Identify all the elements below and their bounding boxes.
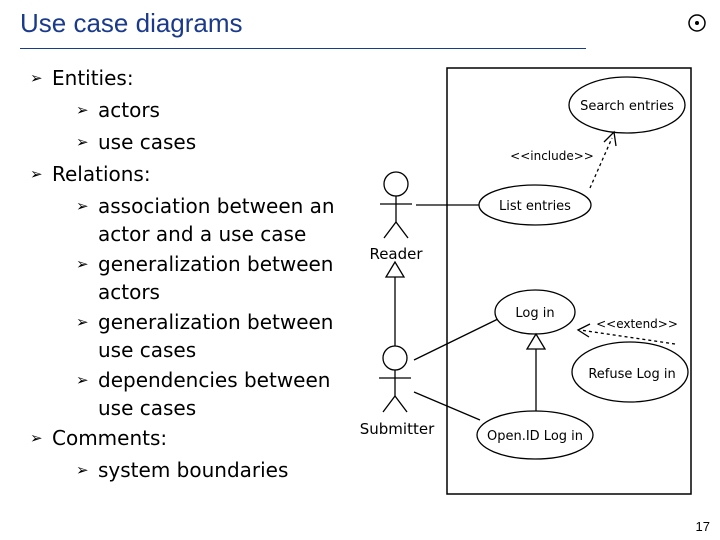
bullet-actors: ➢ actors xyxy=(76,98,160,122)
arrow-bullet-icon: ➢ xyxy=(30,429,43,447)
use-case-list-entries xyxy=(478,184,592,226)
bullet-text: Comments: xyxy=(52,426,168,450)
bullet-association-cont: actor and a use case xyxy=(98,222,307,246)
bullet-entities: ➢ Entities: xyxy=(30,66,134,90)
slide-title: Use case diagrams xyxy=(20,8,243,38)
bullet-gen-actors: ➢ generalization between xyxy=(76,252,333,276)
use-case-openid-log-in xyxy=(476,410,594,460)
bullet-dependencies: ➢ dependencies between xyxy=(76,368,330,392)
bullet-dependencies-cont: use cases xyxy=(98,396,197,420)
include-dependency xyxy=(589,130,617,189)
arrow-bullet-icon: ➢ xyxy=(76,101,89,119)
title-underline xyxy=(20,48,586,49)
use-case-list-entries-label: List entries xyxy=(499,199,571,214)
association-submitter-openid xyxy=(413,391,481,421)
bullet-gen-use-cases: ➢ generalization between xyxy=(76,310,333,334)
page-number: 17 xyxy=(695,519,710,534)
extend-dependency xyxy=(576,323,676,345)
bullet-boundaries: ➢ system boundaries xyxy=(76,458,288,482)
use-case-openid-log-in-label: Open.ID Log in xyxy=(487,429,583,444)
arrow-bullet-icon: ➢ xyxy=(76,461,89,479)
use-case-search-entries xyxy=(568,76,686,134)
actor-generalization xyxy=(384,260,406,346)
arrow-bullet-icon: ➢ xyxy=(30,69,43,87)
bullet-use-cases: ➢ use cases xyxy=(76,130,196,154)
actor-reader xyxy=(380,171,412,239)
bullet-text: actors xyxy=(98,98,160,122)
use-case-generalization xyxy=(525,332,547,411)
extend-label: <<extend>> xyxy=(596,317,678,331)
arrow-bullet-icon: ➢ xyxy=(76,197,89,215)
actor-reader-label: Reader xyxy=(369,245,423,263)
bullet-text: generalization between xyxy=(98,252,334,276)
bullet-association: ➢ association between an xyxy=(76,194,335,218)
corner-logo-icon xyxy=(688,14,706,32)
association-submitter-login xyxy=(413,317,501,361)
arrow-bullet-icon: ➢ xyxy=(76,313,89,331)
actor-submitter-label: Submitter xyxy=(360,420,435,438)
bullet-text: Relations: xyxy=(52,162,151,186)
use-case-log-in xyxy=(494,289,576,335)
bullet-text: Entities: xyxy=(52,66,134,90)
use-case-refuse-log-in-label: Refuse Log in xyxy=(588,367,675,382)
bullet-text: use cases xyxy=(98,130,197,154)
bullet-gen-use-cases-cont: use cases xyxy=(98,338,197,362)
use-case-refuse-log-in xyxy=(571,341,689,403)
bullet-text: association between an xyxy=(98,194,335,218)
bullet-list: ➢ Entities: ➢ actors ➢ use cases ➢ Relations… xyxy=(0,0,340,540)
bullet-relations: ➢ Relations: xyxy=(30,162,151,186)
actor-submitter xyxy=(379,345,411,413)
bullet-comments: ➢ Comments: xyxy=(30,426,167,450)
arrow-bullet-icon: ➢ xyxy=(76,371,89,389)
arrow-bullet-icon: ➢ xyxy=(30,165,43,183)
system-boundary xyxy=(446,67,692,495)
arrow-bullet-icon: ➢ xyxy=(76,255,89,273)
arrow-bullet-icon: ➢ xyxy=(76,133,89,151)
bullet-text: system boundaries xyxy=(98,458,289,482)
bullet-text: generalization between xyxy=(98,310,334,334)
include-label: <<include>> xyxy=(510,149,594,163)
bullet-text: dependencies between xyxy=(98,368,331,392)
use-case-search-entries-label: Search entries xyxy=(580,99,674,114)
use-case-log-in-label: Log in xyxy=(515,306,554,321)
bullet-gen-actors-cont: actors xyxy=(98,280,160,304)
